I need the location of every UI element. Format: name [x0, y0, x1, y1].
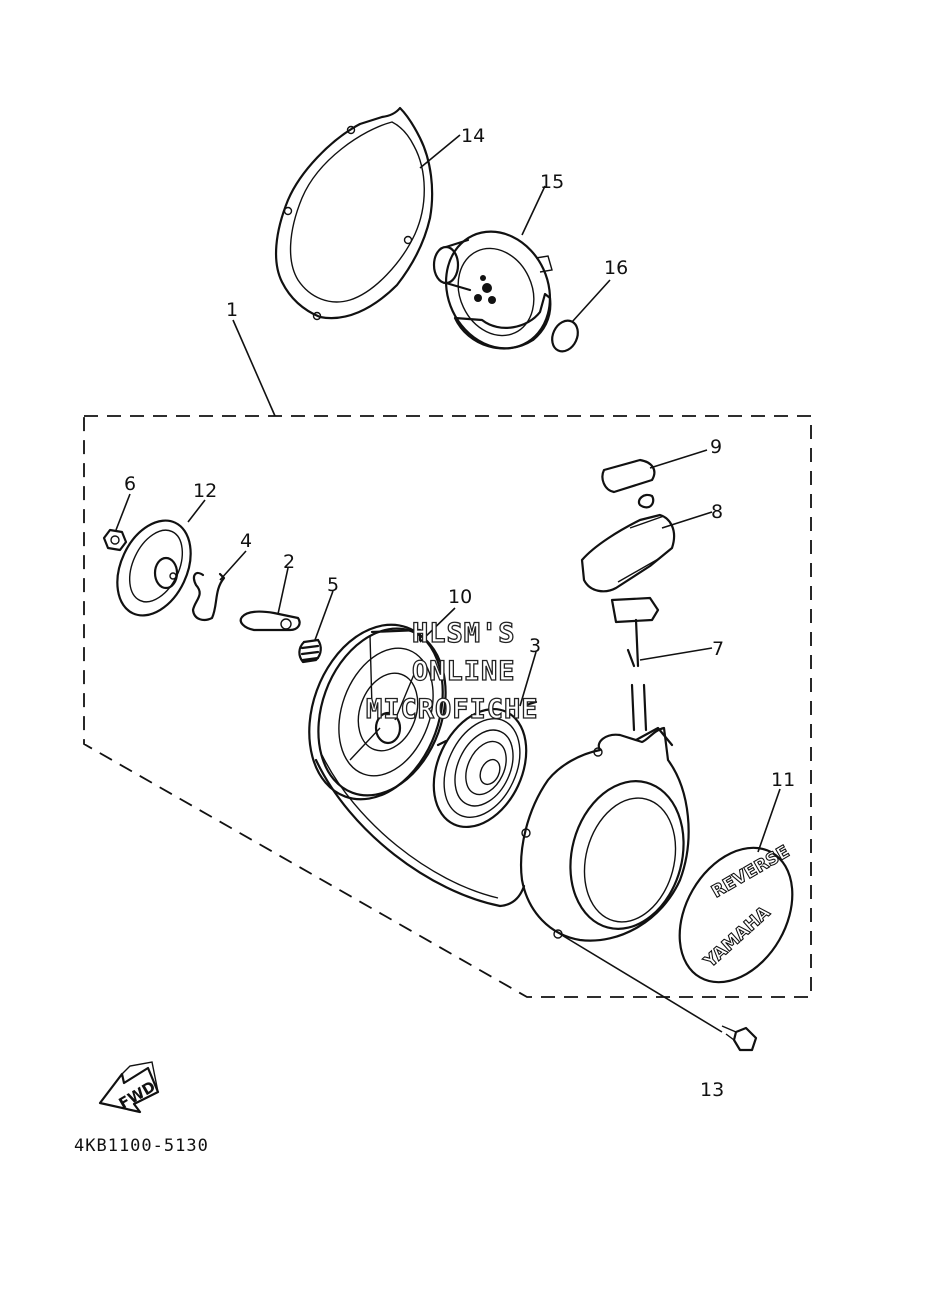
- callout-8: 8: [711, 501, 723, 523]
- callout-14: 14: [461, 125, 485, 147]
- o-ring-16: [551, 319, 579, 353]
- gasket-14: [274, 106, 434, 321]
- leader-lines: [115, 134, 781, 1033]
- callout-4: 4: [240, 530, 252, 552]
- callout-15: 15: [540, 171, 564, 193]
- emblem-top-text: REVERSE: [708, 842, 793, 903]
- bolt-13: [721, 1025, 758, 1052]
- callout-11: 11: [771, 769, 795, 791]
- ratchet-pawl-2: [239, 610, 301, 632]
- starter-case: [520, 726, 690, 942]
- spring-clip-4: [191, 571, 226, 621]
- emblem-11: REVERSE YAMAHA: [678, 841, 794, 984]
- fwd-arrow-icon: FWD: [98, 1061, 160, 1114]
- callout-5: 5: [327, 574, 339, 596]
- callout-2: 2: [283, 551, 295, 573]
- recoil-spring-3: [432, 700, 538, 829]
- watermark-line-1: HLSM'S: [412, 618, 516, 649]
- callout-16: 16: [604, 257, 628, 279]
- callout-10: 10: [448, 586, 472, 608]
- starter-rope: [314, 758, 526, 908]
- callout-6: 6: [124, 473, 136, 495]
- handle-assembly: [580, 458, 676, 732]
- starter-rope: [321, 754, 499, 899]
- callout-13: 13: [700, 1079, 724, 1101]
- callout-7: 7: [712, 638, 724, 660]
- callout-9: 9: [710, 436, 722, 458]
- callout-3: 3: [529, 635, 541, 657]
- watermark-line-3: MICROFICHE: [366, 694, 539, 725]
- callout-12: 12: [193, 480, 217, 502]
- nut-6: [102, 528, 128, 552]
- part-code: 4KB1100-5130: [74, 1136, 209, 1156]
- friction-plate-12: [116, 519, 192, 617]
- rope-reel-10: [308, 623, 447, 801]
- drive-pulley-15: [432, 230, 553, 350]
- assembly-boundary: [83, 415, 812, 998]
- callout-1: 1: [226, 299, 238, 321]
- watermark: HLSM'S ONLINE MICROFICHE: [365, 617, 539, 725]
- pawl-spring-5: [298, 638, 322, 664]
- watermark-line-2: ONLINE: [412, 656, 516, 687]
